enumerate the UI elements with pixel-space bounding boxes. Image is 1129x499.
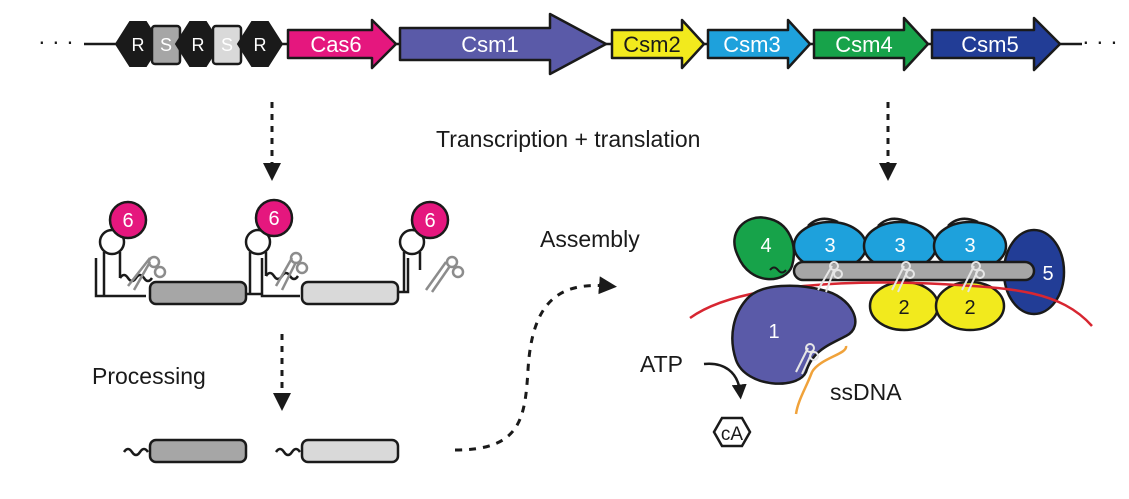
gene-label-cas6: Cas6: [310, 32, 361, 57]
mature-crrnas: [122, 438, 400, 464]
repeat-label-3: R: [254, 35, 267, 55]
pre-crrna: 6 6 6: [94, 198, 465, 306]
label-atp: ATP: [640, 351, 683, 377]
repeat-label-1: R: [132, 35, 145, 55]
csm2-label-1: 2: [898, 297, 909, 319]
hairpin-2: 6: [244, 198, 300, 294]
csm4-label: 4: [760, 235, 771, 257]
cas6-label-3: 6: [424, 210, 435, 232]
cas6-label-1: 6: [122, 210, 133, 232]
scissors-icon-1: [127, 255, 167, 291]
csm2-subunit-1: 2: [868, 280, 940, 332]
spacer-label-1: S: [160, 35, 172, 55]
cas6-protein-1: [108, 200, 148, 240]
csm3-label-1: 3: [824, 235, 835, 257]
operon: · · · · · · R S R S R Cas6 Csm1 Csm2: [38, 12, 1118, 76]
repeat-label-2: R: [192, 35, 205, 55]
cas6-protein-3: [410, 200, 450, 240]
ca-hexagon: [712, 416, 752, 448]
label-processing: Processing: [92, 363, 206, 389]
scissors-icon-2: [274, 251, 309, 291]
label-transcription-translation: Transcription + translation: [436, 126, 700, 152]
hairpin-1: 6: [98, 200, 154, 296]
gene-arrow-csm4: Csm4: [812, 16, 930, 72]
gene-arrow-cas6: Cas6: [286, 18, 398, 70]
ssdna-strand: [794, 345, 848, 415]
operon-right-dots: · · ·: [1082, 28, 1118, 54]
scissors-icon-complex-1: [817, 261, 843, 293]
arrow-atp-to-ca: [703, 362, 747, 400]
pre-crrna-spacer-dark: [148, 280, 248, 306]
csm3-label-2: 3: [894, 235, 905, 257]
scissors-icon-complex-3: [961, 261, 985, 293]
gene-label-csm3: Csm3: [723, 32, 780, 57]
gene-label-csm5: Csm5: [961, 32, 1018, 57]
csm-complex: 5 3 3 3 2 2 4: [689, 216, 1093, 415]
mature-crrna-dark: [148, 438, 248, 464]
gene-label-csm2: Csm2: [623, 32, 680, 57]
spacer-label-2: S: [221, 35, 233, 55]
gene-arrow-csm5: Csm5: [930, 16, 1062, 72]
csm2-label-2: 2: [964, 297, 975, 319]
repeat-r-3: [236, 21, 284, 67]
scissors-icon-csm1: [795, 343, 819, 375]
gene-label-csm1: Csm1: [461, 32, 518, 57]
csm1-label: 1: [768, 321, 779, 343]
label-ssdna: ssDNA: [830, 379, 902, 405]
gene-arrow-csm2: Csm2: [610, 18, 706, 70]
csm2-subunit-2: 2: [934, 280, 1006, 332]
arrow-assembly: [454, 276, 617, 452]
scissors-icon-complex-2: [891, 261, 915, 293]
scissors-icon-3: [424, 255, 465, 293]
csm3-label-3: 3: [964, 235, 975, 257]
csm4-subunit: 4: [733, 216, 796, 281]
operon-left-dots: · · ·: [38, 28, 74, 54]
pre-crrna-backbone: [94, 258, 410, 298]
label-ca: cA: [721, 424, 744, 445]
cas6-protein-2: [254, 198, 294, 238]
gene-label-csm4: Csm4: [835, 32, 892, 57]
hairpin-3: 6: [398, 200, 450, 292]
mature-crrna-light: [300, 438, 400, 464]
csm5-label: 5: [1042, 263, 1053, 285]
label-assembly: Assembly: [540, 226, 640, 252]
crispr-array: R S R S R: [114, 21, 284, 67]
pre-crrna-spacer-light: [300, 280, 400, 306]
csm1-subunit: 1: [731, 284, 857, 385]
target-rna: [689, 281, 1093, 327]
cas6-label-2: 6: [268, 208, 279, 230]
gene-arrow-csm1: Csm1: [398, 12, 608, 76]
gene-arrow-csm3: Csm3: [706, 18, 812, 70]
